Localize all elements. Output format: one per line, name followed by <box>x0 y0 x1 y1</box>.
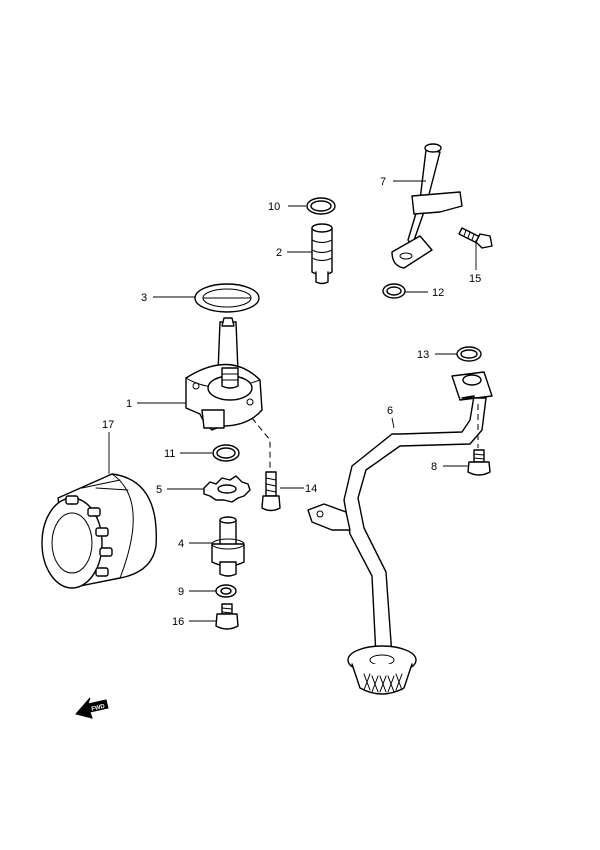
washer-part-9 <box>215 584 237 598</box>
bolt-part-15 <box>458 227 493 249</box>
callout-7: 7 <box>380 176 386 188</box>
gauge-guide-part-7 <box>391 143 463 269</box>
gasket-part-3 <box>194 283 260 313</box>
callout-2: 2 <box>276 247 282 259</box>
bolt-part-16 <box>215 603 239 630</box>
bolt-part-14 <box>261 471 281 512</box>
callout-10: 10 <box>268 201 280 213</box>
callout-labels: 10 2 3 7 12 15 1 13 6 8 11 5 14 17 4 9 1… <box>102 176 481 628</box>
o-ring-part-12 <box>382 283 406 299</box>
pump-to-bolt-dashed-line <box>251 417 271 470</box>
oil-strainer-part-6 <box>307 371 493 695</box>
stud-part-4 <box>211 516 245 577</box>
bolt-part-8 <box>467 449 491 476</box>
callout-13: 13 <box>417 349 429 361</box>
leader-lines <box>108 180 477 622</box>
oil-pump-part-1 <box>185 317 263 431</box>
callout-16: 16 <box>172 616 184 628</box>
fwd-arrow-icon: FWD <box>75 697 109 719</box>
callout-8: 8 <box>431 461 437 473</box>
callout-4: 4 <box>178 538 184 550</box>
callout-3: 3 <box>141 292 147 304</box>
callout-17: 17 <box>102 419 114 431</box>
callout-9: 9 <box>178 586 184 598</box>
callout-15: 15 <box>469 273 481 285</box>
fwd-label: FWD <box>91 704 106 713</box>
o-ring-part-11 <box>212 444 240 462</box>
callout-11: 11 <box>164 448 175 460</box>
callout-14: 14 <box>305 483 317 495</box>
washer-part-5 <box>203 475 251 503</box>
callout-5: 5 <box>156 484 162 496</box>
callout-6: 6 <box>387 405 393 417</box>
callout-1: 1 <box>126 398 132 410</box>
fitting-part-2 <box>311 223 333 285</box>
o-ring-part-13 <box>456 346 482 362</box>
callout-12: 12 <box>432 287 444 299</box>
oil-filter-part-17 <box>41 473 157 589</box>
o-ring-part-10 <box>306 197 336 215</box>
